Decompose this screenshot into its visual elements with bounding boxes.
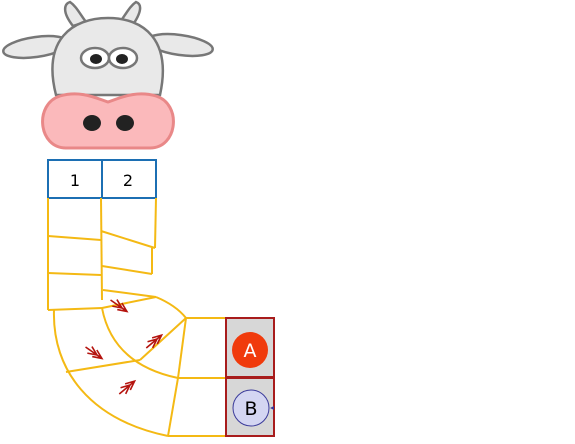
lane-label-1: 1 xyxy=(70,171,80,190)
station-b-label: B xyxy=(244,398,257,420)
path-curve xyxy=(52,296,226,437)
station-a: A xyxy=(225,317,275,378)
station-a-label: A xyxy=(244,340,257,362)
path-lane-1-straight xyxy=(47,197,103,311)
path-lane-2-straight xyxy=(100,197,157,298)
cow-head-icon xyxy=(2,0,214,150)
lane-label-2: 2 xyxy=(123,171,133,190)
station-b: B xyxy=(225,377,275,437)
lane-box-2: 2 xyxy=(101,159,157,199)
lane-box-1: 1 xyxy=(47,159,103,199)
double-chevron-arrow-icon xyxy=(85,299,164,395)
